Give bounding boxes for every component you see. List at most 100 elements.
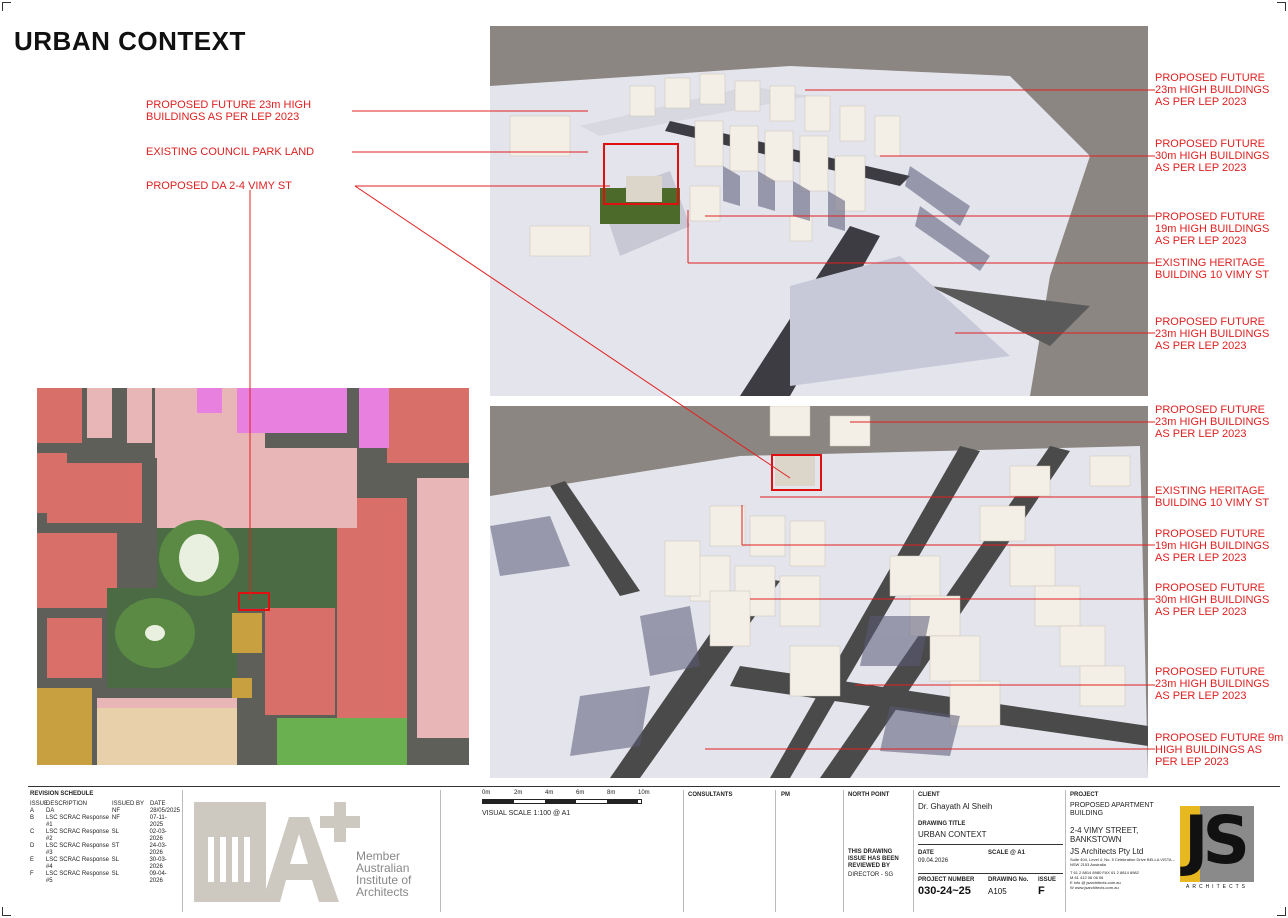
- tb-rule-2: [918, 873, 1063, 874]
- revision-cell: 07-11-2025: [149, 815, 167, 828]
- js-logo-sub: ARCHITECTS: [1186, 884, 1248, 890]
- north-point-label: NORTH POINT: [848, 792, 890, 798]
- revision-cell: DA: [46, 808, 55, 814]
- tb-divider-3: [683, 790, 684, 912]
- crop-mark-bl: [2, 907, 11, 916]
- crop-mark-tl: [2, 2, 11, 11]
- render-bottom: [490, 406, 1148, 778]
- callout-bottom-30m: PROPOSED FUTURE 30m HIGH BUILDINGS AS PE…: [1155, 582, 1270, 618]
- js-logo-text: JS: [1184, 802, 1250, 879]
- callout-top-heritage: EXISTING HERITAGE BUILDING 10 VIMY ST: [1155, 257, 1270, 281]
- date-value: 09.04.2026: [918, 858, 949, 864]
- issue-label: ISSUE: [1038, 877, 1057, 883]
- firm-contact-1: T 61 2 8814 8980 FAX 61 2 8814 8982: [1070, 870, 1139, 875]
- tb-divider-7: [1065, 790, 1066, 912]
- firm-contact-3: E info @ jsarchitects.com.au: [1070, 880, 1121, 885]
- revision-cell: LSC SCRAC Response #1: [45, 815, 109, 828]
- revision-cell: NF: [111, 815, 120, 821]
- drawing-title: URBAN CONTEXT: [918, 830, 987, 839]
- consultants-label: CONSULTANTS: [688, 792, 733, 798]
- revision-cell: NF: [111, 808, 120, 814]
- client-name: Dr. Ghayath Al Sheih: [918, 802, 993, 811]
- js-logo: JS ARCHITECTS: [1180, 802, 1254, 890]
- tb-rule-1: [918, 844, 1063, 845]
- rev-col-description: DESCRIPTION: [46, 801, 88, 807]
- scale-tick-3: 6m: [576, 790, 585, 796]
- firm-name: JS Architects Pty Ltd: [1070, 847, 1144, 856]
- date-label: DATE: [918, 850, 934, 856]
- revision-cell: SL: [111, 829, 119, 835]
- project-number: 030-24~25: [918, 885, 971, 897]
- revision-cell: SL: [111, 871, 119, 877]
- aia-logo-mark: [194, 802, 360, 902]
- js-logo-accent: [1180, 806, 1200, 882]
- callout-proposed-da: PROPOSED DA 2-4 VIMY ST: [146, 180, 292, 192]
- visual-scale: VISUAL SCALE 1:100 @ A1: [482, 810, 571, 817]
- page-title: URBAN CONTEXT: [14, 26, 246, 56]
- callout-bottom-23m-b: PROPOSED FUTURE 23m HIGH BUILDINGS AS PE…: [1155, 666, 1270, 702]
- firm-contact-4: W www.jsarchitects.com.au: [1070, 885, 1119, 890]
- revision-cell: ST: [111, 843, 120, 849]
- project-number-label: PROJECT NUMBER: [918, 877, 975, 883]
- revision-cell: 24-03-2026: [149, 843, 167, 856]
- drawing-no: A105: [988, 887, 1007, 896]
- revision-cell: SL: [111, 857, 119, 863]
- tb-divider-6: [913, 790, 914, 912]
- scale-tick-4: 8m: [607, 790, 616, 796]
- revision-cell: 09-04-2026: [149, 871, 167, 884]
- callout-bottom-23m-a: PROPOSED FUTURE 23m HIGH BUILDINGS AS PE…: [1155, 404, 1270, 440]
- revision-cell: LSC SCRAC Response #3: [45, 843, 109, 856]
- revision-cell: D: [30, 843, 35, 849]
- callout-top-23m-b: PROPOSED FUTURE 23m HIGH BUILDINGS AS PE…: [1155, 316, 1270, 352]
- callout-top-23m-a: PROPOSED FUTURE 23m HIGH BUILDINGS AS PE…: [1155, 72, 1270, 108]
- revision-cell: 30-03-2026: [149, 857, 167, 870]
- tb-divider-5: [843, 790, 844, 912]
- callout-top-30m: PROPOSED FUTURE 30m HIGH BUILDINGS AS PE…: [1155, 138, 1270, 174]
- revision-cell: E: [30, 857, 35, 863]
- revision-cell: A: [30, 808, 35, 814]
- aia-line-4: Architects: [356, 885, 409, 899]
- aia-line-3: Institute of: [356, 873, 412, 887]
- callout-bottom-heritage: EXISTING HERITAGE BUILDING 10 VIMY ST: [1155, 485, 1270, 509]
- director-label: DIRECTOR - SG: [848, 872, 894, 878]
- project-name: PROPOSED APARTMENT BUILDING: [1070, 802, 1154, 817]
- aia-line-1: Member: [356, 849, 401, 863]
- tb-divider-1: [182, 790, 183, 912]
- drawing-title-label: DRAWING TITLE: [918, 821, 966, 827]
- revision-header-row: ISSUE DESCRIPTION ISSUED BY DATE: [30, 801, 180, 808]
- revision-schedule: REVISION SCHEDULE ISSUE DESCRIPTION ISSU…: [30, 791, 180, 885]
- project-address: 2-4 VIMY STREET, BANKSTOWN: [1070, 826, 1139, 844]
- firm-contact-2: M 61 412 06 06 06: [1070, 875, 1104, 880]
- firm-address: Suite 404, Level 4, No. 5 Celebration Dr…: [1070, 857, 1175, 867]
- pm-label: PM: [781, 792, 790, 798]
- review-note: THIS DRAWING ISSUE HAS BEEN REVIEWED BY: [848, 849, 899, 869]
- rev-col-issue: ISSUE: [30, 801, 49, 807]
- scale-label: SCALE @ A1: [988, 850, 1025, 856]
- tb-divider-4: [775, 790, 776, 912]
- render-top: [490, 26, 1148, 396]
- scale-tick-5: 10m: [638, 790, 650, 796]
- scale-bar: 0m 2m 4m 6m 8m 10m VISUAL SCALE 1:100 @ …: [482, 790, 662, 830]
- zoning-map-image: [37, 388, 469, 765]
- callout-bottom-9m: PROPOSED FUTURE 9m HIGH BUILDINGS AS PER…: [1155, 732, 1284, 768]
- aia-line-2: Australian: [356, 861, 410, 875]
- rev-col-date: DATE: [150, 801, 166, 807]
- revision-cell: C: [30, 829, 35, 835]
- title-block: [28, 786, 1280, 913]
- project-label: PROJECT: [1070, 792, 1099, 798]
- callout-council-park: EXISTING COUNCIL PARK LAND: [146, 146, 315, 158]
- site-marker-top: [603, 143, 679, 205]
- scale-tick-2: 4m: [545, 790, 554, 796]
- callout-future-23m-left: PROPOSED FUTURE 23m HIGH BUILDINGS AS PE…: [146, 99, 312, 123]
- aia-text: Member Australian Institute of Architect…: [356, 850, 411, 898]
- scale-tick-1: 2m: [514, 790, 523, 796]
- revision-schedule-title: REVISION SCHEDULE: [30, 791, 94, 797]
- zoning-map: [37, 388, 469, 765]
- client-label: CLIENT: [918, 792, 940, 798]
- revision-cell: LSC SCRAC Response #2: [45, 829, 109, 842]
- revision-cell: LSC SCRAC Response #4: [45, 857, 109, 870]
